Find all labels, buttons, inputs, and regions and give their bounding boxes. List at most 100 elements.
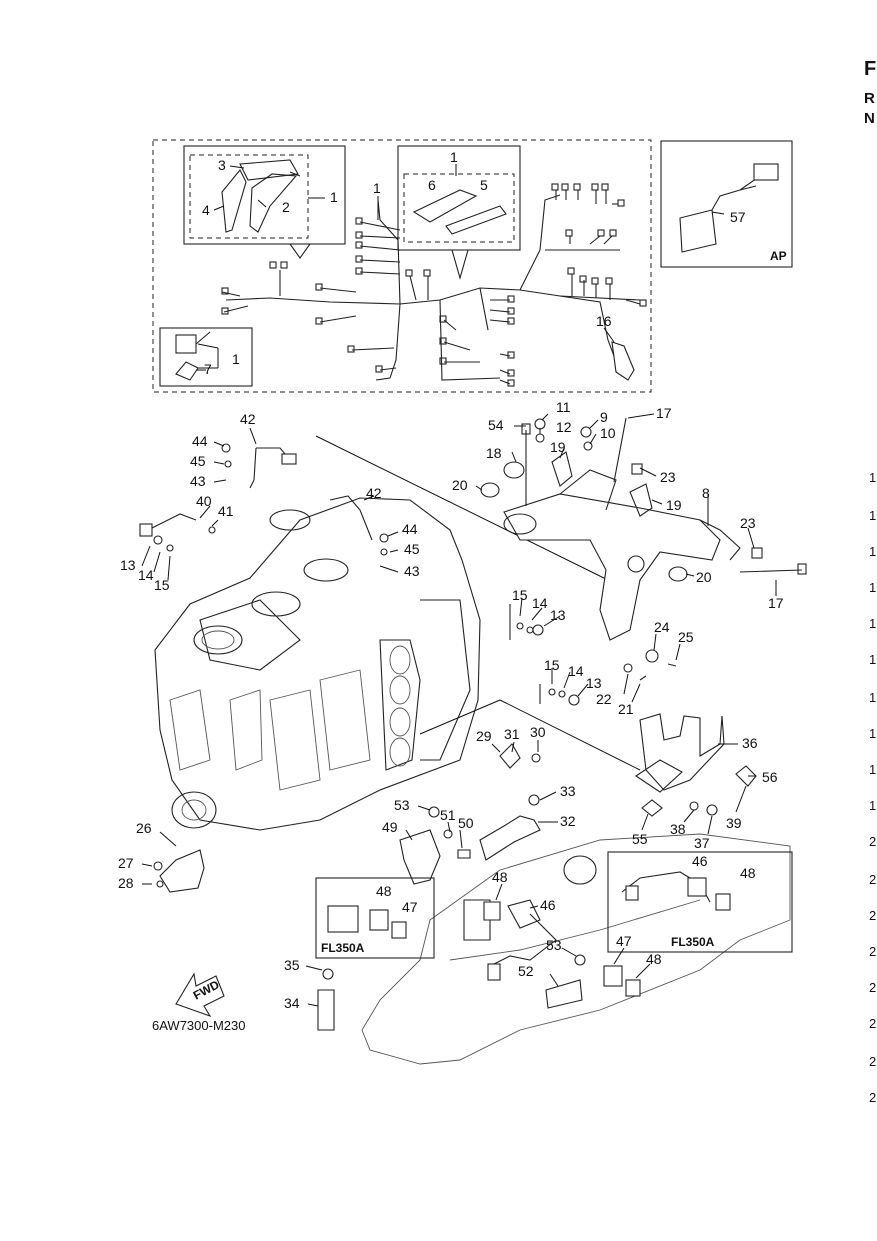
callout-c45b: 45 xyxy=(404,541,420,557)
callout-c41: 41 xyxy=(218,503,234,519)
callout-c34: 34 xyxy=(284,995,300,1011)
callout-c1a: 1 xyxy=(330,189,338,205)
callout-c2: 2 xyxy=(282,199,290,215)
callout-c15c: 15 xyxy=(544,657,560,673)
callout-c32: 32 xyxy=(560,813,576,829)
callout-c14b: 14 xyxy=(532,595,548,611)
inset-sub-harness-center-dash xyxy=(403,173,515,243)
callout-c29: 29 xyxy=(476,728,492,744)
callout-c51: 51 xyxy=(440,807,456,823)
edge-number: 1 xyxy=(869,544,877,559)
callout-c25: 25 xyxy=(678,629,694,645)
callout-c49: 49 xyxy=(382,819,398,835)
callout-c45a: 45 xyxy=(190,453,206,469)
callout-c42a: 42 xyxy=(240,411,256,427)
callout-c17a: 17 xyxy=(656,405,672,421)
callout-c43a: 43 xyxy=(190,473,206,489)
edge-number: 1 xyxy=(869,726,877,741)
callout-c24: 24 xyxy=(654,619,670,635)
callout-c46a: 46 xyxy=(540,897,556,913)
inset-ap xyxy=(660,140,793,268)
edge-header-f: F xyxy=(864,58,877,80)
inset-ap-label: AP xyxy=(770,249,787,263)
callout-c9: 9 xyxy=(600,409,608,425)
edge-number: 1 xyxy=(869,798,877,813)
callout-c56: 56 xyxy=(762,769,778,785)
callout-c10: 10 xyxy=(600,425,616,441)
harness-group xyxy=(152,139,793,393)
engine-block xyxy=(154,435,641,831)
callout-c57: 57 xyxy=(730,209,746,225)
callout-c14c: 14 xyxy=(568,663,584,679)
inset-fl350a-left xyxy=(315,877,435,959)
callout-c1d: 1 xyxy=(232,351,240,367)
callout-c3: 3 xyxy=(218,157,226,173)
edge-header-r: R xyxy=(864,90,875,107)
leader-lines xyxy=(141,164,777,1007)
inset-sub-harness-left-dash xyxy=(189,154,309,239)
callout-c27: 27 xyxy=(118,855,134,871)
callout-labels: 1111234567891011121313131414141515151617… xyxy=(118,149,784,1011)
callout-c44b: 44 xyxy=(402,521,418,537)
callout-c48c: 48 xyxy=(376,883,392,899)
callout-c48a: 48 xyxy=(492,869,508,885)
callout-c30: 30 xyxy=(530,724,546,740)
callout-c31: 31 xyxy=(504,726,520,742)
callout-c53a: 53 xyxy=(394,797,410,813)
callout-c22: 22 xyxy=(596,691,612,707)
callout-c35: 35 xyxy=(284,957,300,973)
callout-c20a: 20 xyxy=(452,477,468,493)
inset-fl350a-left-label: FL350A xyxy=(321,941,365,955)
callout-c55: 55 xyxy=(632,831,648,847)
callout-c16: 16 xyxy=(596,313,612,329)
callout-c8: 8 xyxy=(702,485,710,501)
callout-c38: 38 xyxy=(670,821,686,837)
inset-sub-harness-center xyxy=(397,145,521,251)
callout-c15b: 15 xyxy=(512,587,528,603)
edge-number: 2 xyxy=(869,872,877,887)
callout-c14a: 14 xyxy=(138,567,154,583)
callout-c4: 4 xyxy=(202,202,210,218)
edge-number: 2 xyxy=(869,980,877,995)
bottom-cowling xyxy=(153,833,791,1065)
callout-c13b: 13 xyxy=(550,607,566,623)
callout-c48b: 48 xyxy=(646,951,662,967)
callout-c26: 26 xyxy=(136,820,152,836)
callout-c19b: 19 xyxy=(666,497,682,513)
callout-c44a: 44 xyxy=(192,433,208,449)
callout-c12: 12 xyxy=(556,419,572,435)
inset-sub-harness-left xyxy=(183,145,346,245)
callout-c1c: 1 xyxy=(450,149,458,165)
drawing-code: 6AW7300-M230 xyxy=(152,1018,245,1033)
callout-c52: 52 xyxy=(518,963,534,979)
callout-c15a: 15 xyxy=(154,577,170,593)
edge-number: 2 xyxy=(869,1090,877,1105)
edge-number: 2 xyxy=(869,944,877,959)
edge-number: 1 xyxy=(869,508,877,523)
edge-number: 1 xyxy=(869,470,877,485)
edge-number: 1 xyxy=(869,762,877,777)
callout-c13a: 13 xyxy=(120,557,136,573)
edge-number: 2 xyxy=(869,1054,877,1069)
edge-number: 2 xyxy=(869,834,877,849)
callout-c42b: 42 xyxy=(366,485,382,501)
bracket-assembly xyxy=(480,417,807,681)
edge-number: 2 xyxy=(869,908,877,923)
callout-c1b: 1 xyxy=(373,180,381,196)
callout-c36: 36 xyxy=(742,735,758,751)
callout-c18: 18 xyxy=(486,445,502,461)
edge-number: 1 xyxy=(869,690,877,705)
callout-c47a: 47 xyxy=(616,933,632,949)
inset-fl350a-right-label: FL350A xyxy=(671,935,715,949)
edge-number: 1 xyxy=(869,616,877,631)
callout-c13c: 13 xyxy=(586,675,602,691)
callout-c23a: 23 xyxy=(660,469,676,485)
edge-number: 2 xyxy=(869,1016,877,1031)
callout-c11: 11 xyxy=(556,399,571,415)
callout-c5: 5 xyxy=(480,177,488,193)
callout-c28: 28 xyxy=(118,875,134,891)
callout-c33: 33 xyxy=(560,783,576,799)
callout-c47b: 47 xyxy=(402,899,418,915)
callout-c7: 7 xyxy=(204,361,212,377)
